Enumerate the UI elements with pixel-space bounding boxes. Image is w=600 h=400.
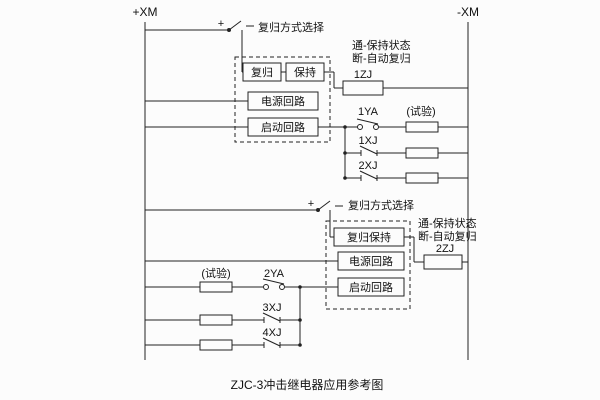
power-circuit-box-bottom	[337, 251, 405, 271]
contact-label-1xj: 1XJ	[359, 135, 378, 147]
reset-box-label-top: 复归	[251, 65, 273, 79]
state-off-note-top: 断-自动复归	[352, 51, 411, 65]
resistor	[199, 339, 233, 351]
test-note-top: (试验)	[406, 104, 435, 118]
contact-blade	[359, 170, 378, 180]
relay-coil-1zj	[342, 80, 384, 96]
relay-coil-label-1zj: 1ZJ	[354, 69, 372, 81]
power-circuit-label-top: 电源回路	[261, 94, 305, 108]
link-terminal	[263, 284, 269, 290]
link-terminal	[357, 124, 363, 130]
test-note-bottom: (试验)	[201, 266, 230, 280]
relay-unit-bottom: + 复归方式选择 复归保持 2ZJ 通-保持状态 断-自动复归 电源回路 启动回…	[145, 198, 477, 351]
power-circuit-label-bottom: 电源回路	[349, 254, 393, 268]
contact-label-2xj: 2XJ	[359, 160, 378, 172]
relay-coil-label-2zj: 2ZJ	[436, 243, 454, 255]
test-link-1ya	[356, 118, 379, 130]
bus-label-negative: -XM	[457, 5, 479, 19]
bus-lines	[144, 22, 469, 360]
contact-blade	[262, 312, 281, 322]
reset-mode-switch-top	[227, 20, 254, 32]
reset-mode-label-bottom: 复归方式选择	[348, 198, 414, 212]
resistor	[405, 147, 439, 159]
reset-mode-switch-bottom	[316, 200, 343, 212]
power-circuit-box-top	[247, 91, 319, 111]
state-on-note-top: 通-保持状态	[352, 38, 411, 52]
no-contact-4xj	[262, 337, 281, 348]
hold-box-label-top: 保持	[294, 65, 316, 79]
plus-terminal-bottom: +	[308, 198, 314, 210]
test-link-2ya	[262, 278, 285, 290]
relay-unit-bottom-outline	[325, 220, 411, 310]
contact-blade	[359, 145, 378, 155]
reset-mode-label-top: 复归方式选择	[258, 20, 324, 34]
caption: ZJC-3冲击继电器应用参考图	[231, 377, 384, 392]
link-terminal	[373, 124, 379, 130]
resistor	[199, 314, 233, 326]
contact-blade	[262, 337, 281, 347]
relay-coil-2zj	[423, 254, 463, 270]
state-off-note-bottom: 断-自动复归	[418, 229, 477, 243]
resistor	[405, 172, 439, 184]
no-contact-2xj	[359, 170, 378, 181]
relay-unit-top: + 复归方式选择 复归 保持 1ZJ 通-保持状态 断-自动复归 电源回路	[145, 18, 468, 184]
start-circuit-label-bottom: 启动回路	[349, 281, 393, 294]
resistor	[199, 281, 233, 293]
relay-unit-top-outline	[234, 56, 331, 143]
contact-label-1ya: 1YA	[358, 106, 379, 118]
switch-blade	[317, 200, 331, 211]
reset-hold-label-bottom: 复归保持	[347, 230, 391, 244]
no-contact-1xj	[359, 145, 378, 156]
link-terminal	[279, 284, 285, 290]
link-bar	[356, 118, 379, 125]
contact-label-3xj: 3XJ	[263, 302, 282, 314]
switch-blade	[228, 20, 242, 31]
no-contact-3xj	[262, 312, 281, 323]
contact-label-4xj: 4XJ	[263, 327, 282, 339]
bus-label-positive: +XM	[132, 5, 157, 19]
contact-label-2ya: 2YA	[264, 268, 285, 280]
link-bar	[262, 278, 285, 285]
state-on-note-bottom: 通-保持状态	[418, 216, 477, 230]
resistor	[405, 121, 439, 133]
start-circuit-label-top: 启动回路	[261, 121, 305, 134]
plus-terminal-top: +	[218, 18, 224, 30]
